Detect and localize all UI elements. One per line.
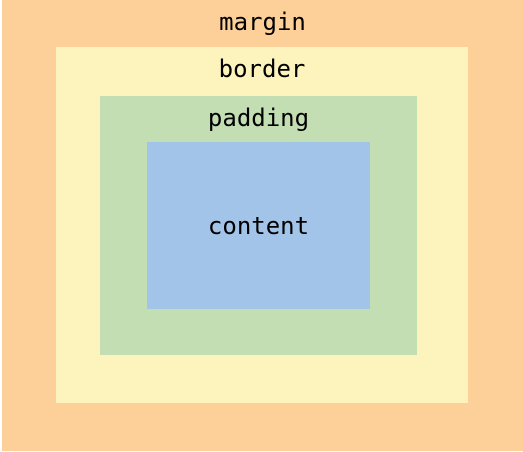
content-box: content [147,142,370,309]
content-label: content [207,212,310,240]
margin-label: margin [219,8,306,36]
padding-label: padding [207,104,310,132]
border-label: border [218,55,306,83]
